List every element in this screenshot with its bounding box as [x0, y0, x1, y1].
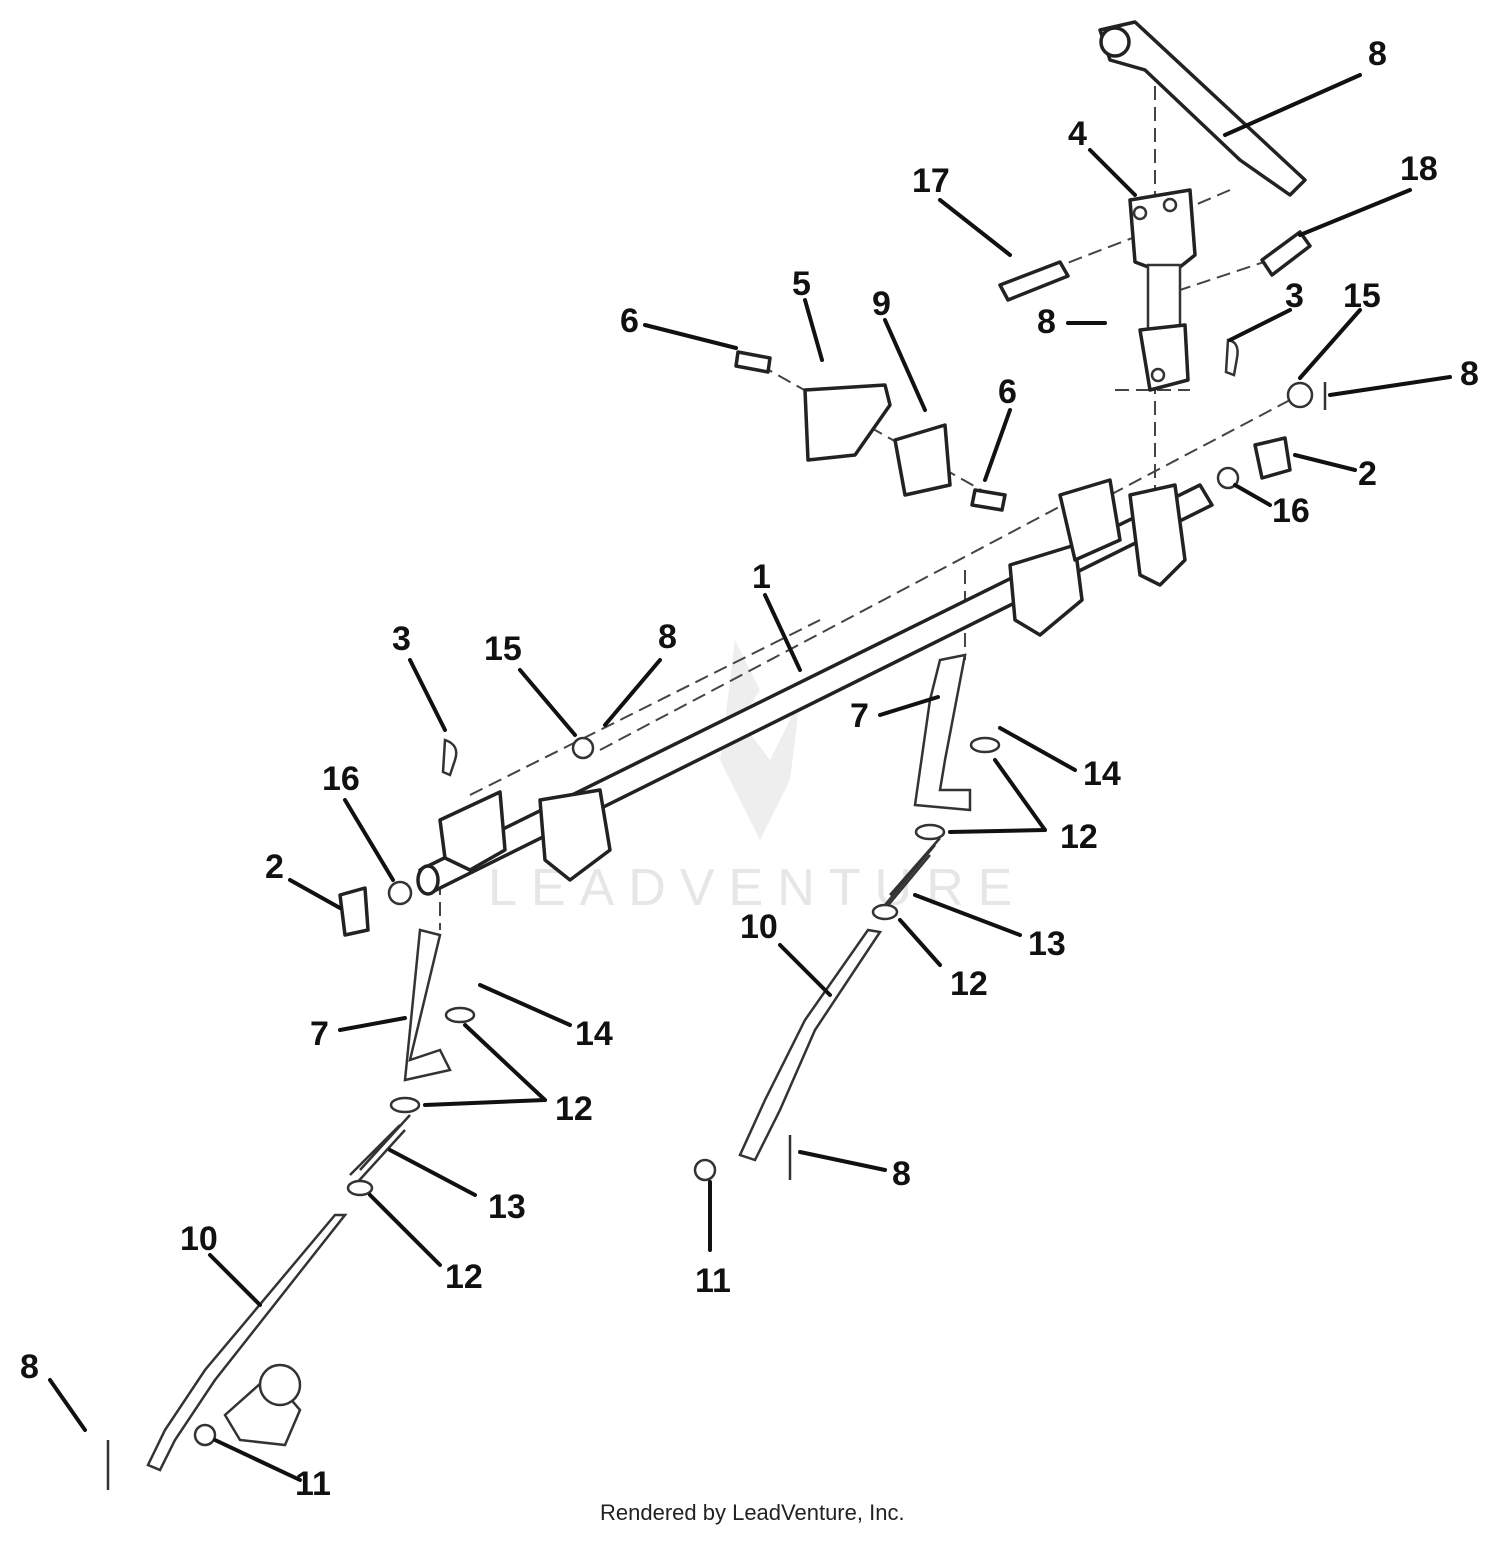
callout-label: 17 — [912, 162, 950, 200]
adjust-rod-10-right — [738, 928, 883, 1162]
callout-label: 16 — [1272, 492, 1310, 530]
bolt-6b — [970, 488, 1007, 512]
washer-16-right — [1216, 466, 1240, 490]
washer-15-left — [571, 736, 595, 760]
callout-label: 15 — [1343, 277, 1381, 315]
callout-label: 2 — [1358, 455, 1377, 493]
mount-bracket — [803, 383, 892, 462]
lift-link-bracket — [1128, 188, 1197, 392]
callout-label: 8 — [1368, 35, 1387, 73]
switch-block — [893, 423, 952, 497]
clevis-pin-18 — [1260, 230, 1312, 277]
callout-label: 9 — [872, 285, 891, 323]
callout-label: 5 — [792, 265, 811, 303]
washer-12 — [914, 823, 946, 841]
washer-15-right — [1286, 381, 1314, 409]
callout-label: 8 — [1037, 303, 1056, 341]
callout-label: 4 — [1068, 115, 1087, 153]
callout-label: 8 — [1460, 355, 1479, 393]
callout-label: 12 — [445, 1258, 483, 1296]
callout-label: 11 — [295, 1465, 331, 1503]
callout-label: 15 — [484, 630, 522, 668]
guide-line — [759, 364, 991, 496]
callout-label: 18 — [1400, 150, 1438, 188]
watermark-logo-icon — [720, 640, 800, 840]
callout-label: 7 — [850, 697, 869, 735]
callout-label: 13 — [1028, 925, 1066, 963]
hairpin-3-right — [1224, 338, 1239, 377]
callout-label: 10 — [180, 1220, 218, 1258]
callout-label: 8 — [892, 1155, 911, 1193]
callout-label: 3 — [1285, 277, 1304, 315]
callout-label: 6 — [998, 373, 1017, 411]
callout-label: 6 — [620, 302, 639, 340]
callout-label: 3 — [392, 620, 411, 658]
callout-label: 14 — [575, 1015, 613, 1053]
washer-12 — [969, 736, 1001, 754]
leader-lines — [48, 73, 1452, 1482]
bolt-6 — [734, 350, 772, 374]
lift-rod-7-right — [913, 653, 972, 812]
spring-13-left — [349, 1114, 411, 1186]
callout-label: 10 — [740, 908, 778, 946]
callout-label: 16 — [322, 760, 360, 798]
callout-label: 11 — [695, 1262, 731, 1300]
cross-shaft — [416, 478, 1214, 896]
guide-line — [1179, 259, 1271, 291]
lift-rod-7-left — [403, 928, 452, 1082]
guide-line — [469, 619, 821, 796]
callout-label: 12 — [555, 1090, 593, 1128]
lift-arm — [1098, 20, 1307, 197]
washer-11-left — [193, 1423, 217, 1447]
callout-label: 12 — [1060, 818, 1098, 856]
guide-line — [1109, 399, 1291, 496]
clevis-pin-17 — [998, 260, 1070, 302]
callout-labels: 8 4 17 18 5 6 9 8 3 15 8 6 2 16 1 3 15 8… — [20, 35, 1479, 1503]
washer-11-right — [693, 1158, 717, 1182]
hairpin-3-left — [441, 738, 458, 777]
adjuster-knob-icon — [258, 1363, 302, 1407]
callout-label: 7 — [310, 1015, 329, 1053]
callout-label: 12 — [950, 965, 988, 1003]
bushing-2-left — [338, 886, 370, 937]
footer-credit: Rendered by LeadVenture, Inc. — [600, 1500, 905, 1525]
washer-12 — [389, 1096, 421, 1114]
callout-label: 8 — [658, 618, 677, 656]
callout-label: 13 — [488, 1188, 526, 1226]
callout-label: 2 — [265, 848, 284, 886]
washer-12 — [871, 903, 899, 921]
callout-label: 14 — [1083, 755, 1121, 793]
guide-line — [599, 479, 1111, 751]
washer-16-left — [387, 880, 413, 906]
adjust-rod-10-left — [146, 1213, 348, 1472]
callout-label: 1 — [752, 558, 771, 596]
bushing-2-right — [1253, 436, 1292, 480]
washer-12 — [346, 1179, 374, 1197]
callout-label: 8 — [20, 1348, 39, 1386]
washer-12 — [444, 1006, 476, 1024]
